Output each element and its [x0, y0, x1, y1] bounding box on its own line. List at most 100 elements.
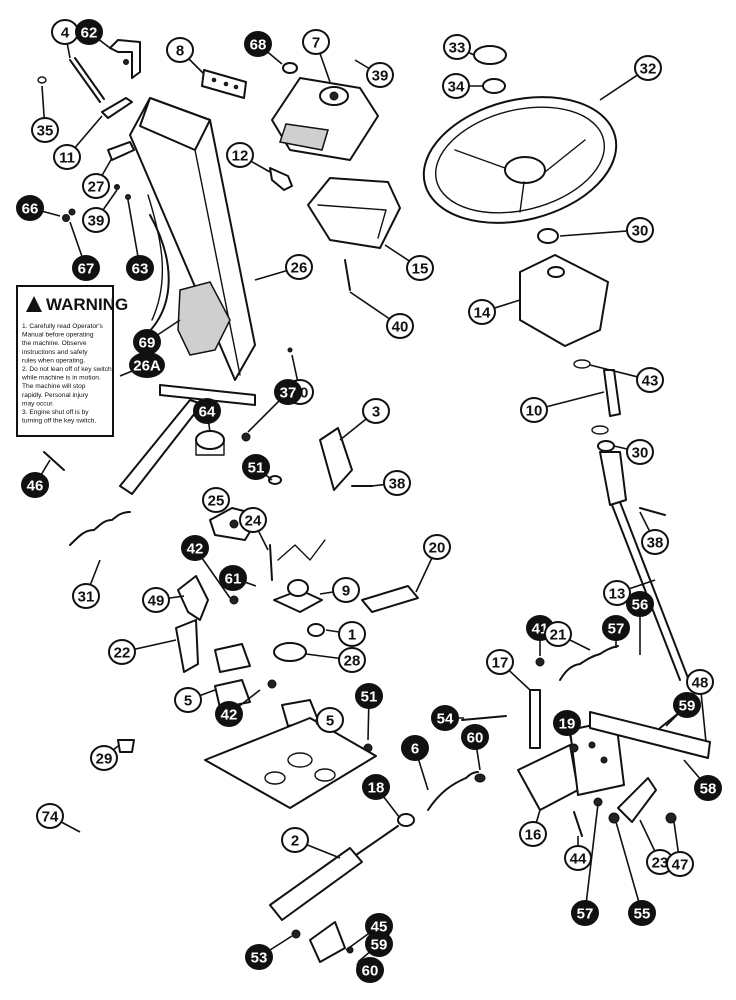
callout-bubble [355, 683, 383, 709]
callout-6: 6 [401, 735, 429, 791]
callout-bubble [226, 142, 254, 168]
callout-42: 42 [215, 689, 261, 727]
part-cam-22 [175, 619, 199, 673]
callout-number: 68 [250, 37, 267, 54]
callout-bubble [75, 19, 103, 45]
callout-number: 25 [208, 493, 225, 510]
part-ring-lower [591, 425, 609, 435]
warning-text-line: The machine will stop [22, 383, 86, 390]
warning-text-line: 1. Carefully read Operator's [22, 323, 103, 330]
callout-27: 27 [82, 157, 113, 199]
callout-63: 63 [126, 199, 154, 281]
part-ring-upper [573, 359, 591, 369]
callout-1: 1 [325, 621, 366, 647]
callout-bubble [383, 470, 411, 496]
callout-bubble [362, 774, 390, 800]
callout-17: 17 [486, 649, 531, 691]
callout-number: 43 [642, 373, 659, 390]
callout-bubble [603, 580, 631, 606]
callout-bubble [82, 207, 110, 233]
callout-51: 51 [242, 454, 273, 481]
callout-bubble [126, 255, 154, 281]
callout-bubble [142, 587, 170, 613]
warning-text-line: 2. Do not lean off of key switch [22, 366, 112, 373]
callout-bubble [553, 710, 581, 736]
part-nut-37 [241, 432, 251, 442]
part-handle [319, 427, 353, 491]
callout-bubble [442, 73, 470, 99]
warning-text-line: rules when operating. [22, 357, 85, 364]
part-mount-plate [519, 254, 609, 347]
callout-42: 42 [181, 535, 231, 599]
callout-leader [584, 803, 599, 914]
callout-5: 5 [174, 687, 216, 713]
callout-29: 29 [90, 745, 119, 771]
callout-30: 30 [613, 439, 654, 465]
part-steering-wheel [422, 96, 618, 224]
callout-38: 38 [371, 470, 411, 496]
callout-bubble [362, 398, 390, 424]
callout-number: 18 [368, 780, 385, 797]
callout-number: 1 [348, 627, 356, 644]
callout-bubble [406, 255, 434, 281]
callout-67: 67 [69, 221, 100, 281]
part-nut-47 [665, 812, 677, 824]
callout-number: 17 [492, 655, 509, 672]
callout-bubble [174, 687, 202, 713]
callout-number: 21 [550, 627, 567, 644]
callout-number: 23 [652, 855, 669, 872]
callout-number: 56 [632, 597, 649, 614]
callout-number: 47 [672, 857, 689, 874]
callout-number: 24 [245, 513, 262, 530]
part-screw-46 [43, 451, 65, 471]
callout-number: 30 [632, 445, 649, 462]
part-knob [282, 62, 298, 74]
callout-bubble [519, 821, 547, 847]
callout-bubble [242, 454, 270, 480]
part-stud [269, 544, 273, 581]
part-pin-rod [69, 57, 105, 103]
callout-number: 44 [570, 851, 587, 868]
callout-46: 46 [21, 459, 51, 498]
part-base-plate [204, 717, 377, 809]
callout-66: 66 [16, 195, 61, 221]
callout-bubble [520, 397, 548, 423]
callout-bubble [461, 724, 489, 750]
callout-bubble [332, 577, 360, 603]
part-bushing-lower [597, 440, 615, 452]
callout-bubble [423, 534, 451, 560]
callout-number: 49 [148, 593, 165, 610]
part-small-plate [201, 69, 247, 99]
callout-bubble [628, 900, 656, 926]
callout-number: 51 [248, 460, 265, 477]
part-upper-shaft [603, 369, 621, 417]
part-pin-44 [573, 811, 583, 837]
callout-12: 12 [226, 142, 271, 173]
warning-text-line: rapidly. Personal injury [22, 392, 89, 399]
callout-bubble [82, 173, 110, 199]
callout-number: 57 [608, 621, 625, 638]
callout-number: 63 [132, 261, 149, 278]
callout-60: 60 [356, 957, 384, 983]
callout-10: 10 [520, 391, 605, 423]
warning-text-line: Manual before operating [22, 332, 94, 339]
part-spring-31 [69, 511, 131, 546]
part-spring-21 [559, 645, 619, 681]
callout-number: 35 [37, 123, 54, 140]
callout-bubble [108, 639, 136, 665]
callout-number: 69 [139, 335, 156, 352]
callout-35: 35 [31, 85, 59, 143]
callout-5: 5 [315, 707, 344, 733]
callout-37: 37 [247, 379, 302, 433]
callout-9: 9 [319, 577, 360, 603]
callout-number: 45 [371, 919, 388, 936]
callout-number: 5 [184, 693, 192, 710]
callout-bubble [468, 299, 496, 325]
callout-number: 9 [342, 583, 350, 600]
warning-text-line: may occur. [22, 400, 54, 407]
warning-text-line: turning off the key switch. [22, 418, 96, 425]
callout-bubble [636, 367, 664, 393]
warning-title: WARNING [46, 295, 128, 314]
callout-2: 2 [281, 827, 341, 859]
